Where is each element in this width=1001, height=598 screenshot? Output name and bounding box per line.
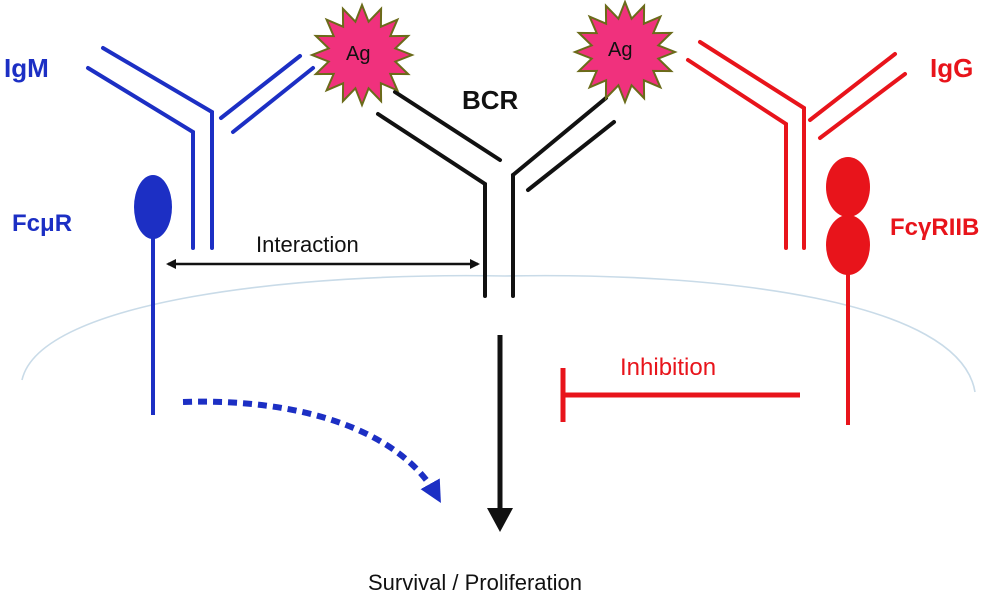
igg-antibody	[686, 40, 907, 250]
antigen-right-star	[572, 0, 678, 105]
inhibition-label: Inhibition	[620, 354, 717, 381]
signal-arrow-head	[487, 508, 513, 532]
bcr-receptor	[376, 90, 616, 298]
igg-label: IgG	[930, 53, 974, 83]
fcmur-promotion-arrow	[182, 398, 441, 503]
antigen-left-star	[309, 2, 415, 108]
antigen-left-label: Ag	[346, 43, 371, 65]
igm-antibody	[86, 46, 315, 250]
interaction-label: Interaction	[256, 232, 359, 257]
fcgriib-receptor	[826, 157, 870, 425]
antigen-right-label: Ag	[608, 39, 633, 61]
outcome-label: Survival / Proliferation	[368, 570, 582, 595]
cell-membrane	[21, 274, 976, 393]
inhibition-bar	[560, 368, 800, 422]
fcgriib-label: FcγRIIB	[890, 214, 980, 241]
bcr-label: BCR	[462, 85, 519, 115]
fcmur-receptor	[134, 175, 172, 415]
fcmur-label: FcμR	[12, 210, 73, 237]
igm-label: IgM	[4, 53, 49, 83]
